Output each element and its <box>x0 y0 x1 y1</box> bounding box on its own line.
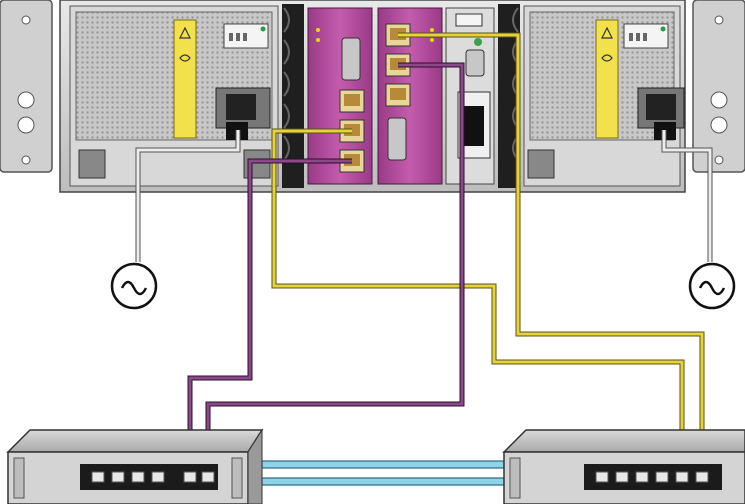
ethernet-port-0[interactable] <box>339 89 365 113</box>
cable-purple-cm0-eth1 <box>187 158 352 468</box>
network-switch-1 <box>502 429 745 504</box>
rack-ear-right <box>692 0 745 173</box>
power-supply-1 <box>523 5 685 187</box>
network-switch-0 <box>6 428 264 504</box>
module-latch-left[interactable] <box>282 4 304 188</box>
ac-wave-icon <box>698 280 726 296</box>
storage-array-rear <box>0 0 745 193</box>
cable-purple-cm1-eth1 <box>205 62 465 468</box>
cable-yellow-cm1-eth0 <box>398 32 705 468</box>
switch-port[interactable] <box>183 471 197 483</box>
switch-port[interactable] <box>111 471 125 483</box>
ac-wave-icon <box>120 280 148 296</box>
warning-label <box>173 19 197 139</box>
serial-port[interactable] <box>387 117 407 161</box>
warning-label <box>595 19 619 139</box>
control-module-0 <box>307 7 373 185</box>
switch-port[interactable] <box>675 471 689 483</box>
ac-power-source-1 <box>688 262 736 310</box>
hand-warning-icon <box>601 54 613 62</box>
warning-triangle-icon <box>179 26 191 39</box>
cable-blue-interswitch <box>261 460 505 486</box>
warning-triangle-icon <box>601 26 613 39</box>
ac-power-source-0 <box>110 262 158 310</box>
power-cable-right <box>661 130 713 262</box>
power-cable-left <box>135 130 241 262</box>
switch-port[interactable] <box>655 471 669 483</box>
switch-port[interactable] <box>695 471 709 483</box>
switch-port[interactable] <box>151 471 165 483</box>
switch-port[interactable] <box>201 471 215 483</box>
switch-port[interactable] <box>615 471 629 483</box>
power-supply-0 <box>69 5 279 187</box>
switch-port[interactable] <box>595 471 609 483</box>
switch-port[interactable] <box>635 471 649 483</box>
rack-ear-left <box>0 0 53 173</box>
ethernet-port-2[interactable] <box>385 83 411 107</box>
serial-port[interactable] <box>341 37 361 81</box>
switch-port[interactable] <box>91 471 105 483</box>
switch-port[interactable] <box>131 471 145 483</box>
cable-yellow-cm0-eth0 <box>271 128 685 468</box>
module-latch-right[interactable] <box>498 4 520 188</box>
hand-warning-icon <box>179 54 191 62</box>
